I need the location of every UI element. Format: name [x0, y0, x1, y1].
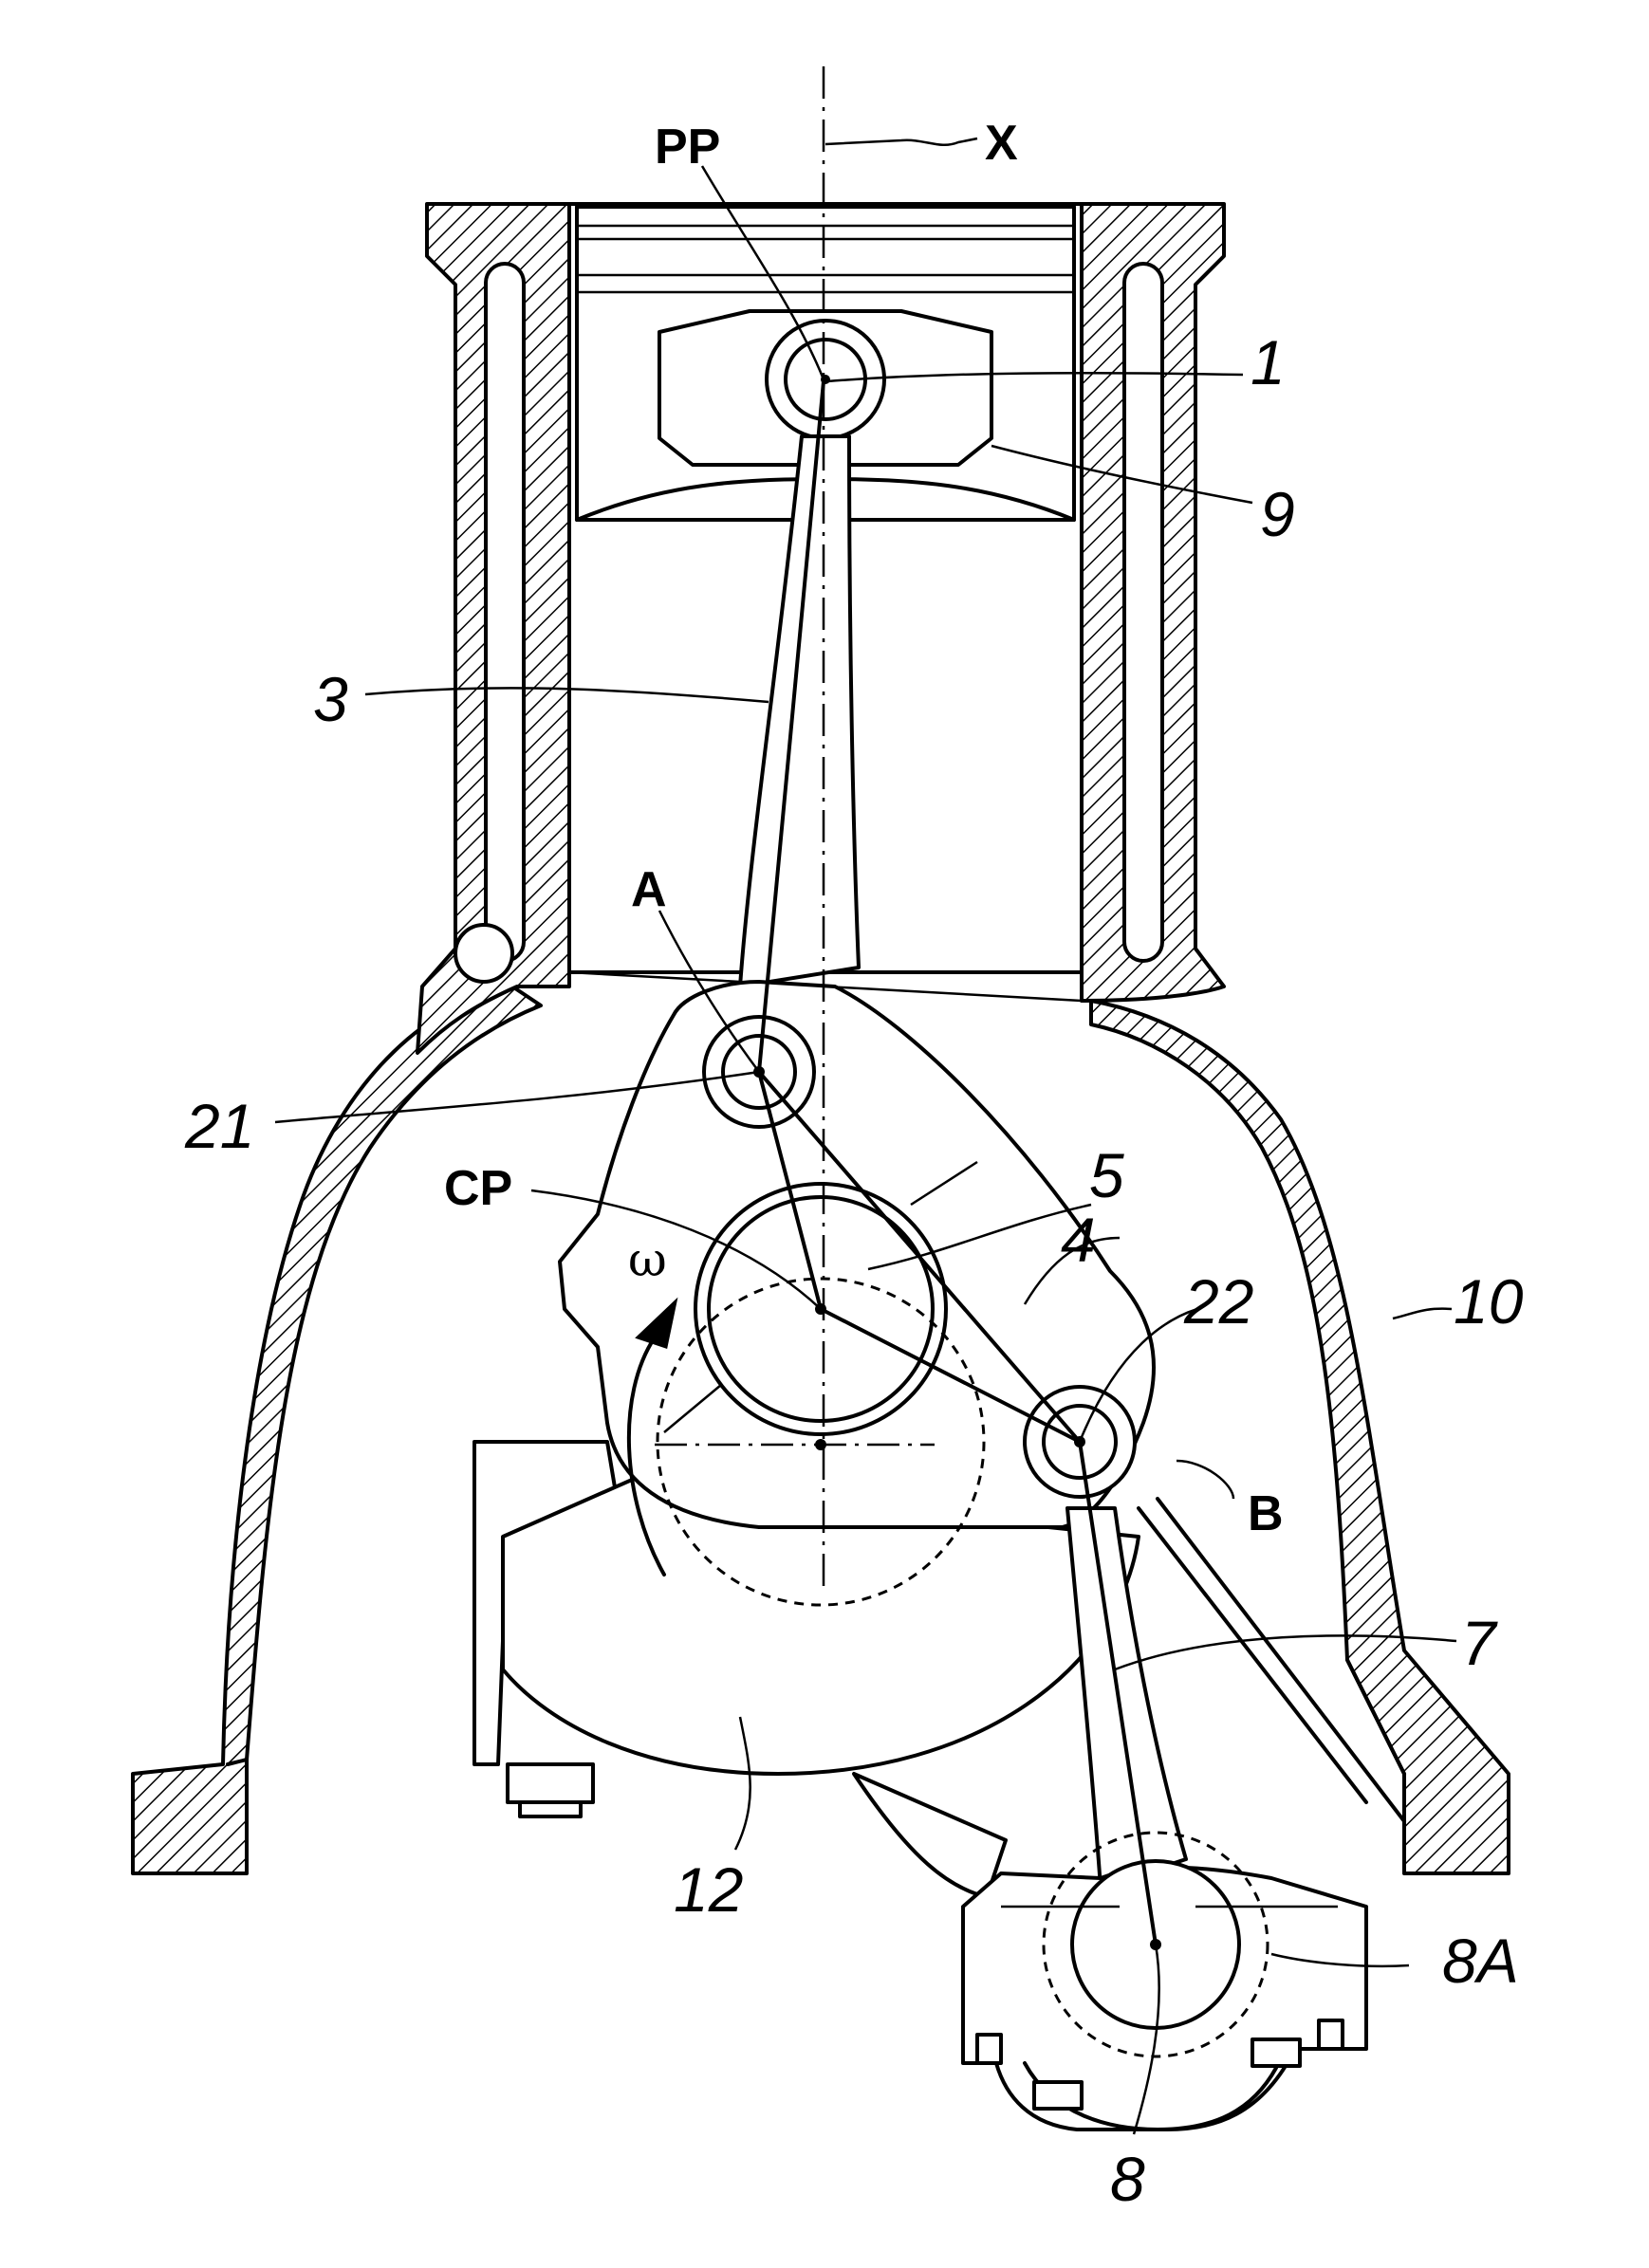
label-4: 4 — [1061, 1205, 1096, 1275]
label-1: 1 — [1251, 327, 1286, 397]
label-omega: ω — [628, 1232, 667, 1287]
label-22: 22 — [1183, 1266, 1253, 1337]
leader-lines — [274, 165, 1457, 2135]
rotation-arrow — [626, 1297, 678, 1577]
label-10: 10 — [1454, 1266, 1524, 1337]
kinematic-lines — [757, 379, 1158, 1946]
label-21: 21 — [184, 1091, 254, 1161]
label-5: 5 — [1089, 1140, 1124, 1210]
crank-journal-outline — [656, 1277, 986, 1607]
label-7: 7 — [1461, 1608, 1498, 1678]
label-12: 12 — [674, 1854, 743, 1925]
label-3: 3 — [313, 664, 348, 734]
label-8a: 8A — [1442, 1926, 1519, 1996]
label-8: 8 — [1110, 2144, 1145, 2214]
control-shaft-bearing — [961, 1831, 1368, 2131]
label-pp: PP — [655, 120, 720, 175]
upper-link-rod — [738, 434, 861, 988]
piston-pin — [765, 319, 886, 440]
label-9: 9 — [1260, 479, 1295, 549]
label-a: A — [631, 862, 667, 917]
label-x: X — [985, 116, 1018, 171]
label-cp: CP — [444, 1161, 512, 1216]
axis-x-leader — [824, 137, 978, 146]
label-b: B — [1248, 1486, 1284, 1541]
